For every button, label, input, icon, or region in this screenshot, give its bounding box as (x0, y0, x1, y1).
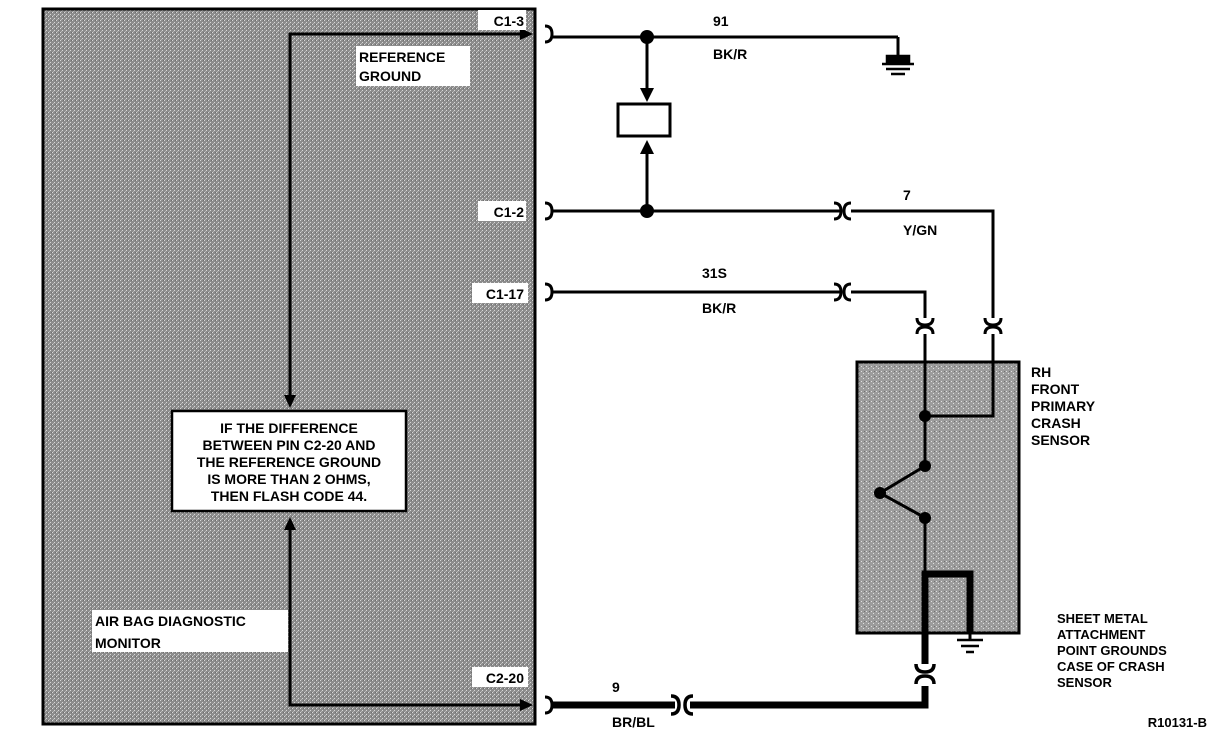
wire-9 (552, 633, 936, 716)
module-name-bg (92, 610, 288, 652)
pin-c2-20-bg (472, 667, 528, 687)
reference-ground-label-1: REFERENCE (359, 49, 445, 65)
wire-9-color: BR/BL (612, 714, 655, 730)
module-connectors (544, 24, 554, 715)
reference-ground-label-2: GROUND (359, 68, 421, 84)
ground-note-3: POINT GROUNDS (1057, 643, 1167, 658)
ground-note-1: SHEET METAL (1057, 611, 1148, 626)
note-line-4: IS MORE THAN 2 OHMS, (207, 471, 370, 487)
flash-code-note-box (170, 409, 408, 513)
ground-note-4: CASE OF CRASH (1057, 659, 1165, 674)
pin-c1-3-bg (478, 10, 526, 30)
sensor-label-2: FRONT (1031, 381, 1080, 397)
internal-reference-path (284, 28, 533, 711)
wire-7-color: Y/GN (903, 222, 937, 238)
note-line-2: BETWEEN PIN C2-20 AND (203, 437, 376, 453)
pin-c1-17-label: C1-17 (486, 286, 524, 302)
wire-7 (552, 201, 1003, 362)
pin-c2-20-label: C2-20 (486, 670, 524, 686)
sensor-label-1: RH (1031, 364, 1051, 380)
pin-c1-3-label: C1-3 (494, 13, 525, 29)
figure-id: R10131-B (1148, 715, 1207, 730)
ground-note-2: ATTACHMENT (1057, 627, 1145, 642)
sensor-label-4: CRASH (1031, 415, 1081, 431)
wire-91-color: BK/R (713, 46, 747, 62)
ground-symbol-sensor (957, 638, 983, 654)
note-line-1: IF THE DIFFERENCE (220, 420, 358, 436)
wire-7-circuit: 7 (903, 187, 911, 203)
sensor-label-3: PRIMARY (1031, 398, 1096, 414)
pin-c1-2-label: C1-2 (494, 204, 525, 220)
crash-sensor-internals (874, 362, 995, 654)
reference-label-bg (356, 46, 470, 86)
note-line-5: THEN FLASH CODE 44. (211, 488, 367, 504)
module-name-line-2: MONITOR (95, 635, 161, 651)
pin-c1-17-bg (472, 283, 528, 303)
module-name-line-1: AIR BAG DIAGNOSTIC (95, 613, 246, 629)
wire-91-circuit: 91 (713, 13, 729, 29)
wire-9-circuit: 9 (612, 679, 620, 695)
ground-note-5: SENSOR (1057, 675, 1113, 690)
wire-31s-color: BK/R (702, 300, 736, 316)
sensor-label-5: SENSOR (1031, 432, 1090, 448)
resistor-symbol (616, 102, 672, 138)
ground-symbol-top (882, 54, 914, 76)
pin-c1-2-bg (478, 201, 526, 221)
note-line-3: THE REFERENCE GROUND (197, 454, 381, 470)
wire-91 (552, 30, 914, 76)
resistance-measurement (616, 37, 672, 211)
wire-31s-circuit: 31S (702, 265, 727, 281)
wire-31s (552, 282, 935, 362)
splice-dot-mid (640, 204, 654, 218)
